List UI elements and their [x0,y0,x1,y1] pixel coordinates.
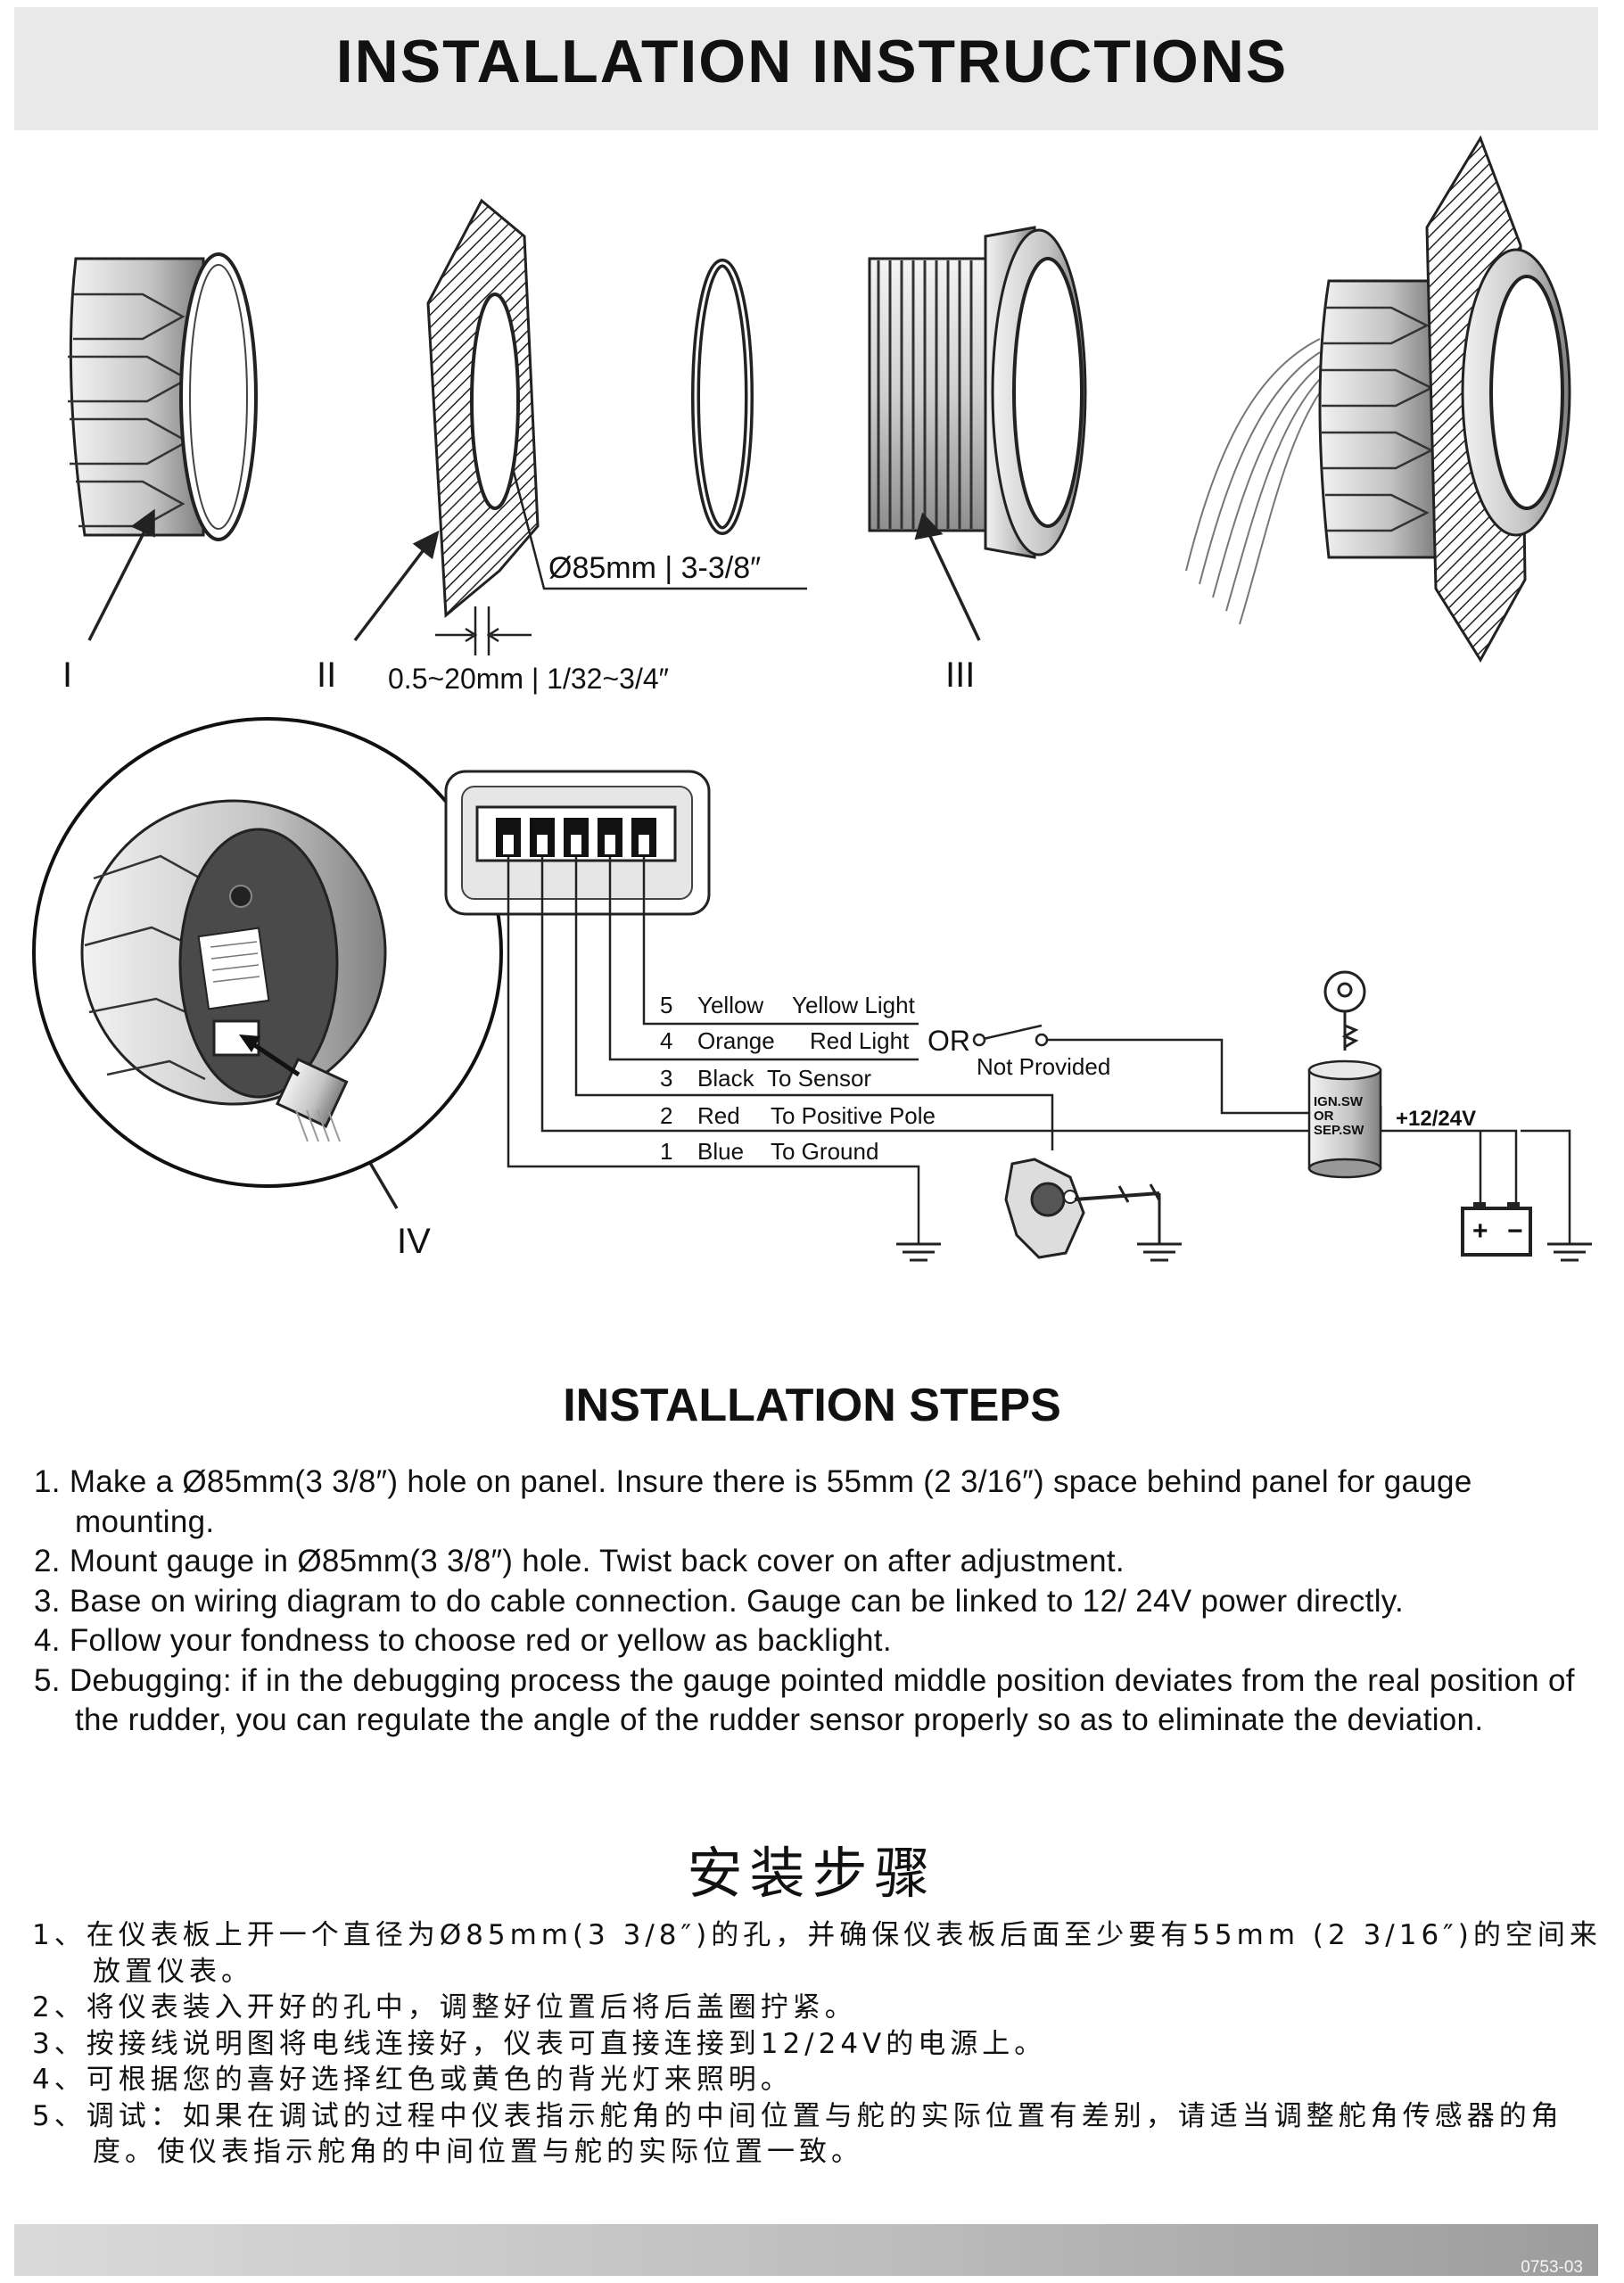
wire-1-desc: To Ground [771,1138,878,1165]
part-1-label: I [62,655,72,695]
footer-code: 0753-03 [1521,2258,1583,2277]
panel-thickness-label: 0.5~20mm | 1/32~3/4″ [388,663,669,695]
installation-diagram: Ø85mm | 3-3/8″ 0.5~20mm | 1/32~3/4″ I II… [32,135,1592,1262]
footer-band [14,2224,1598,2276]
gauge-body-part [868,226,1087,559]
key-icon [1323,970,1366,1051]
ground-icon [1547,1242,1592,1262]
step-cn-4: 4、可根据您的喜好选择红色或黄色的背光灯来照明。 [32,2064,793,2096]
step-en-5: 5. Debugging: if in the debugging proces… [34,1662,1575,1738]
battery-icon: + − [1461,1202,1532,1257]
dimension-lines [435,467,807,655]
rudder-sensor [1004,1158,1161,1259]
gasket-ring [691,259,754,535]
ground-icon [896,1242,941,1262]
wire-3-color: Black [697,1065,755,1092]
page-title: INSTALLATION INSTRUCTIONS [335,28,1289,95]
switch-contact [1035,1033,1049,1047]
steps-cn-title: 安装步骤 [687,1841,937,1906]
wire-4-desc: Red Light [810,1027,910,1054]
steps-title: INSTALLATION STEPS [563,1380,1061,1431]
wire-5-num: 5 [660,992,672,1018]
wire-2-desc: To Positive Pole [771,1102,936,1129]
wire-3-num: 3 [660,1065,672,1092]
switch-label-or: OR [1314,1109,1334,1124]
part-4-label: IV [397,1222,431,1261]
battery-minus: − [1507,1216,1523,1246]
voltage-label: +12/24V [1396,1107,1476,1131]
part-2-label: II [317,655,336,695]
step-en-3: 3. Base on wiring diagram to do cable co… [34,1583,1405,1619]
part-3-label: III [945,655,975,695]
wire-4-num: 4 [660,1027,672,1054]
step-en-1: 1. Make a Ø85mm(3 3/8″) hole on panel. I… [34,1464,1472,1539]
wire-3-desc: To Sensor [767,1065,871,1092]
wire-connector [444,770,711,916]
gauge-back-detail [32,717,503,1188]
switch-contact [972,1033,986,1047]
wire-2-num: 2 [660,1102,672,1129]
ground-icon [1137,1242,1182,1262]
wire-2-color: Red [697,1102,740,1129]
wire-labels: 5 Yellow Yellow Light 4 Orange Red Light… [660,992,936,1165]
steps-en-list: 1. Make a Ø85mm(3 3/8″) hole on panel. I… [34,1463,1603,1741]
assembled-gauge [1185,135,1571,663]
wire-1-color: Blue [697,1138,744,1165]
hole-diameter-label: Ø85mm | 3-3/8″ [548,551,761,585]
step-cn-5: 5、调试：如果在调试的过程中仪表指示舵角的中间位置与舵的实际位置有差别，请适当调… [32,2099,1563,2169]
wire-5-color: Yellow [697,992,763,1018]
step-cn-3: 3、按接线说明图将电线连接好，仪表可直接连接到12/24V的电源上。 [32,2027,1047,2060]
or-label: OR [927,1025,970,1057]
wire-1-num: 1 [660,1138,672,1165]
not-provided-label: Not Provided [977,1053,1110,1080]
steps-cn-list: 1、在仪表板上开一个直径为Ø85mm(3 3/8″)的孔，并确保仪表板后面至少要… [32,1917,1602,2171]
back-cover-part [68,252,258,541]
switch-label-sep: SEP.SW [1314,1123,1364,1138]
step-en-4: 4. Follow your fondness to choose red or… [34,1623,892,1658]
panel-part [426,198,540,619]
title-band [14,7,1598,130]
step-cn-2: 2、将仪表装入开好的孔中，调整好位置后将后盖圈拧紧。 [32,1991,857,2023]
wire-4-color: Orange [697,1027,775,1054]
step-cn-1: 1、在仪表板上开一个直径为Ø85mm(3 3/8″)的孔，并确保仪表板后面至少要… [32,1919,1602,1988]
ignition-switch: IGN.SW OR SEP.SW [1307,1059,1382,1179]
step-en-2: 2. Mount gauge in Ø85mm(3 3/8″) hole. Tw… [34,1544,1125,1578]
switch-label-ign: IGN.SW [1314,1094,1364,1109]
battery-plus: + [1472,1216,1488,1246]
ground-symbols [896,1193,1592,1262]
wire-5-desc: Yellow Light [792,992,916,1018]
